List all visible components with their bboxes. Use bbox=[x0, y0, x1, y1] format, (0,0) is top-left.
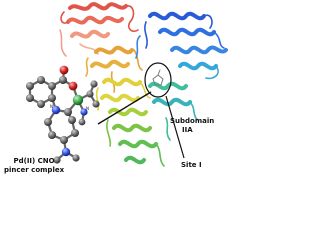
pincer-complex-label: Pd(II) CNO pincer complex bbox=[4, 157, 65, 174]
site-i-label: Site I bbox=[181, 161, 202, 169]
pincer-complex: N N bbox=[26, 65, 100, 164]
pointer-line-site bbox=[165, 95, 185, 159]
pointer-line-complex bbox=[97, 91, 152, 125]
helix-group-yellow bbox=[95, 77, 151, 111]
complex-atoms bbox=[26, 65, 100, 164]
site-circle bbox=[144, 62, 172, 98]
helix-group-green bbox=[106, 107, 165, 167]
site-ligand bbox=[152, 69, 164, 86]
helix-group-teal bbox=[148, 81, 199, 141]
figure-graphic: N N bbox=[26, 2, 228, 167]
helix-group-orange bbox=[85, 45, 143, 93]
helix-group-blue bbox=[135, 11, 228, 80]
subdomain-label: Subdomain IIA bbox=[170, 117, 214, 135]
atom-label-n-left: N bbox=[50, 104, 53, 109]
atom-label-n-right: N bbox=[86, 106, 89, 111]
complex-bonds bbox=[28, 69, 98, 162]
protein-ribbon bbox=[59, 2, 228, 167]
figure-canvas: N N Subdomain IIA Site I Pd(II) CNO pinc… bbox=[4, 2, 228, 174]
helix-group-red bbox=[59, 2, 139, 57]
subdomain-label-line2: IIA bbox=[182, 126, 193, 134]
subdomain-label-line1: Subdomain bbox=[170, 117, 215, 125]
